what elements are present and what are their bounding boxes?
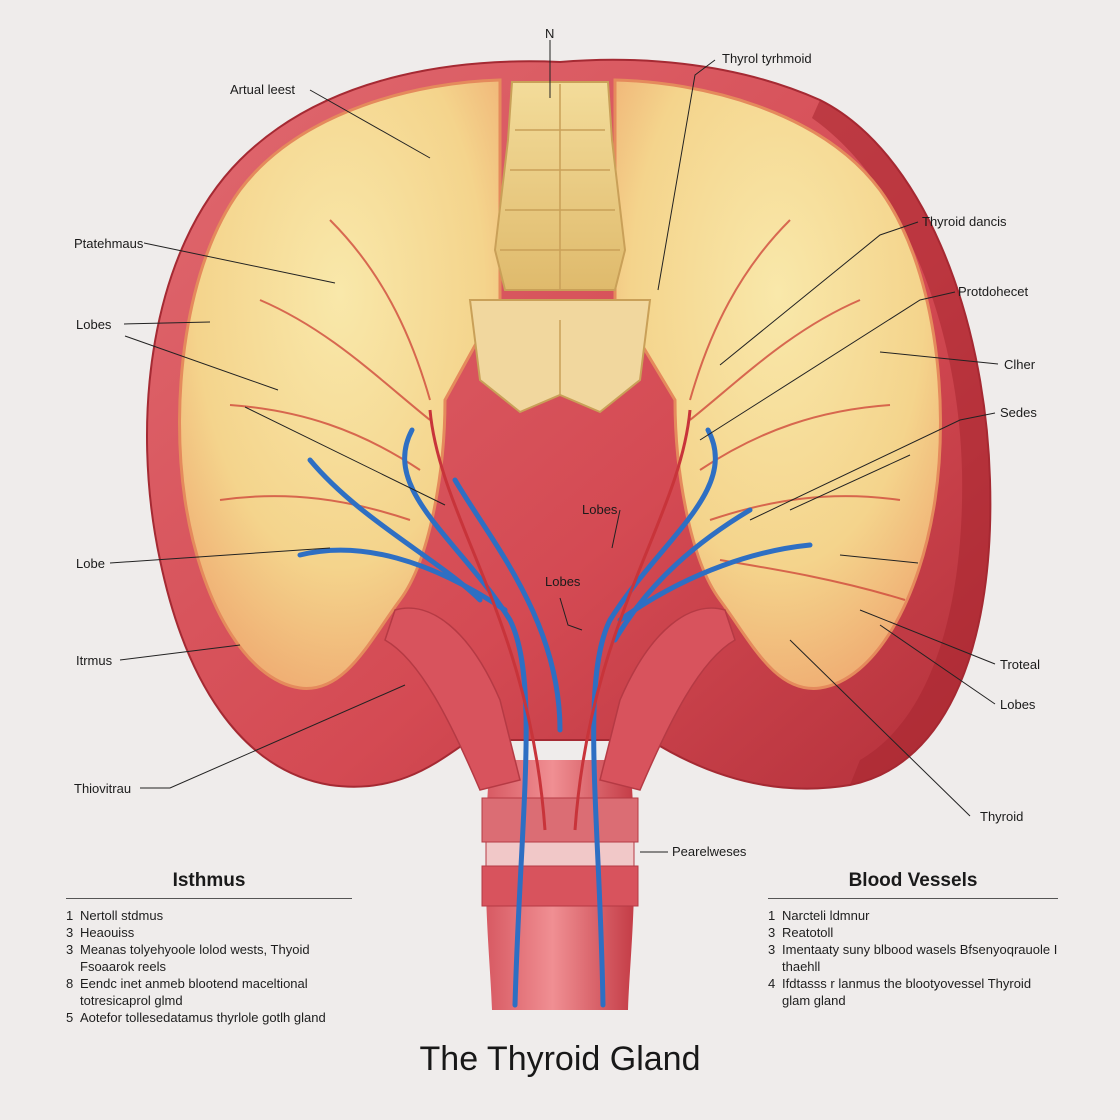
arteries <box>428 409 692 831</box>
isthmus-panel-heading: Isthmus <box>66 870 352 899</box>
label-thyrol-tyrhmoid: Thyrol tyrhmoid <box>722 51 812 66</box>
label-protdohecet: Protdohecet <box>958 284 1029 299</box>
page-title: The Thyroid Gland <box>419 1040 701 1078</box>
label-troteal: Troteal <box>1000 657 1040 672</box>
label-itrmus: Itrmus <box>76 653 113 668</box>
label-lobe-left: Lobe <box>76 556 105 571</box>
label-sedes: Sedes <box>1000 405 1037 420</box>
tracheal-ring-2 <box>485 841 635 867</box>
label-thyroid-dancis: Thyroid dancis <box>922 214 1007 229</box>
label-lobes-center-upper: Lobes <box>582 502 618 517</box>
tracheal-ring-1 <box>481 797 639 843</box>
label-clher: Clher <box>1004 357 1036 372</box>
tissue-arteries <box>219 219 906 601</box>
bronchus-left <box>384 607 521 791</box>
tracheal-ring-3 <box>481 865 639 907</box>
label-lobes-upper-left: Lobes <box>76 317 112 332</box>
gland-tissue-left <box>178 78 502 690</box>
blood-vessels-panel-heading: Blood Vessels <box>768 870 1058 899</box>
cartilage-ridges <box>500 84 620 290</box>
label-lobes-center-lower: Lobes <box>545 574 581 589</box>
label-pearelweses: Pearelweses <box>672 844 747 859</box>
bronchus-right <box>599 607 736 791</box>
capsule-rim-right <box>812 100 991 785</box>
label-n: N <box>545 26 555 41</box>
label-ptatehmaus: Ptatehmaus <box>74 236 144 251</box>
label-lobes-right: Lobes <box>1000 697 1036 712</box>
label-artual-leest: Artual leest <box>230 82 296 97</box>
label-thiovitrau: Thiovitrau <box>74 781 132 796</box>
leader-lines <box>109 40 999 853</box>
gland-tissue-right <box>613 78 942 690</box>
label-thyroid-right: Thyroid <box>980 809 1024 824</box>
